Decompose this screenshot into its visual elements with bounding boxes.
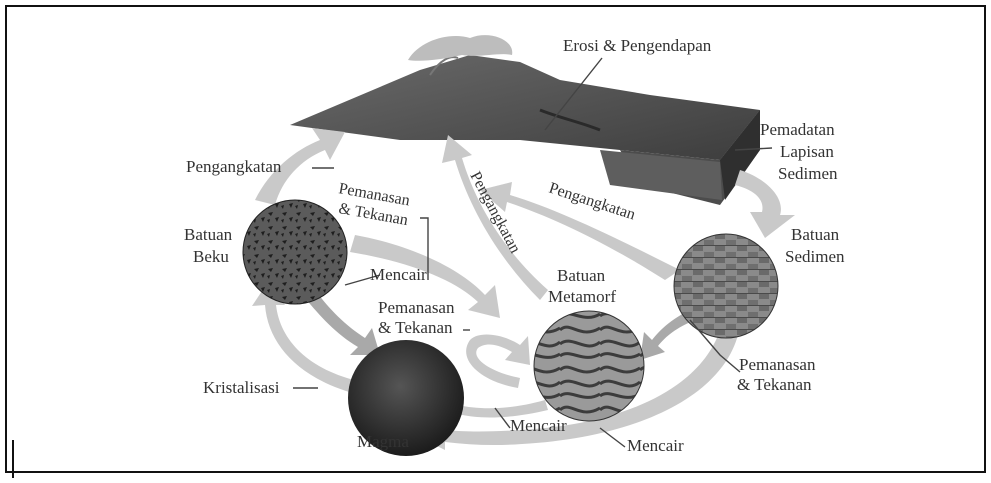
label-pemanasan-right-1: Pemanasan [739, 355, 816, 374]
label-batuan-sedimen-1: Batuan [791, 225, 840, 244]
label-erosi: Erosi & Pengendapan [563, 36, 712, 55]
landscape-block [290, 35, 760, 205]
batuan-metamorf-rock [534, 311, 644, 421]
label-magma: Magma [357, 432, 409, 451]
label-mencair-top: Mencair [370, 265, 427, 284]
arrow-pemanasan-mid [466, 335, 530, 388]
label-batuan-sedimen-2: Sedimen [785, 247, 845, 266]
label-batuan-metamorf-1: Batuan [557, 266, 606, 285]
label-pemanasan-mid-1: Pemanasan [378, 298, 455, 317]
label-pemanasan-mid-2: & Tekanan [378, 318, 453, 337]
label-pemanasan-right-2: & Tekanan [737, 375, 812, 394]
label-batuan-beku-2: Beku [193, 247, 229, 266]
label-batuan-beku-1: Batuan [184, 225, 233, 244]
label-mencair-mid: Mencair [510, 416, 567, 435]
volcano-plume [408, 35, 512, 61]
batuan-beku-rock [243, 200, 347, 304]
label-pemadatan-1: Pemadatan [760, 120, 835, 139]
label-mencair-bottom: Mencair [627, 436, 684, 455]
label-pemadatan-3: Sedimen [778, 164, 838, 183]
label-kristalisasi: Kristalisasi [203, 378, 280, 397]
batuan-sedimen-rock [674, 234, 778, 338]
label-pemadatan-2: Lapisan [780, 142, 834, 161]
label-batuan-metamorf-2: Metamorf [548, 287, 616, 306]
label-pengangkatan-left: Pengangkatan [186, 157, 282, 176]
